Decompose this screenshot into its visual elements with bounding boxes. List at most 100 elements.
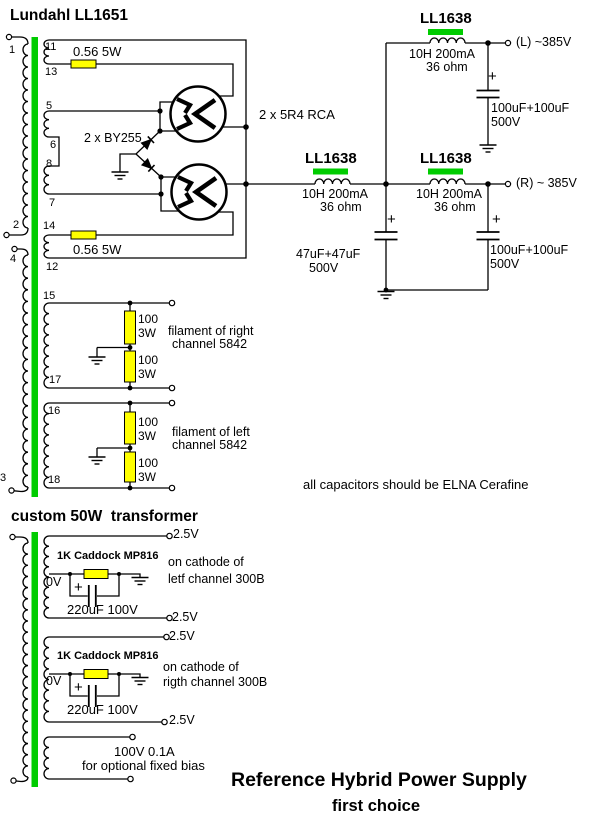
resistor-100-3: [124, 411, 136, 445]
terminal-14-label: 14: [43, 220, 56, 232]
fil-res4-value: 100: [138, 456, 159, 470]
terminal-13-label: 13: [45, 66, 58, 78]
choke-top-spec1: 10H 200mA: [409, 47, 476, 61]
terminal-3-label: 3: [0, 472, 7, 484]
filament-right-line1: filament of right: [168, 324, 254, 338]
fil-res1-power: 3W: [138, 326, 156, 340]
choke-top-core: [428, 29, 463, 35]
terminal-2-label: 2: [13, 219, 20, 231]
caddock1-label: 1K Caddock MP816: [57, 550, 159, 562]
resistor-0.56-top: [70, 59, 97, 69]
terminal-6-label: 6: [50, 139, 57, 151]
diodes-label: 2 x BY255: [84, 131, 142, 145]
choke-left-name: LL1638: [305, 150, 357, 167]
ground-fil-right: [87, 356, 107, 365]
capL-value: 100uF+100uF: [491, 101, 570, 115]
filament-left-line2: channel 5842: [172, 438, 248, 452]
bias-winding-line2: for optional fixed bias: [82, 758, 205, 773]
windingA-25v-top: 2.5V: [173, 527, 199, 541]
capC-voltage: 500V: [309, 261, 339, 275]
fil-res2-power: 3W: [138, 367, 156, 381]
choke-right-core: [428, 168, 463, 175]
windingB-25v-bot: 2.5V: [169, 713, 195, 727]
capC-value: 47uF+47uF: [296, 247, 361, 261]
elna-note: all capacitors should be ELNA Cerafine: [303, 477, 529, 492]
resistor-100-4: [124, 451, 136, 483]
rectifier-tube-1: [171, 87, 226, 142]
transformer1: [9, 36, 247, 497]
choke-left-spec1: 10H 200mA: [302, 187, 369, 201]
output-right-label: (R) ~ 385V: [516, 176, 577, 190]
capL-plus: +: [488, 68, 497, 85]
choke-left-spec2: 36 ohm: [320, 200, 362, 214]
choke-right-spec2: 36 ohm: [434, 200, 476, 214]
choke-right-name: LL1638: [420, 150, 472, 167]
cathode-left-line2: letf channel 300B: [168, 572, 265, 586]
choke-top-spec2: 36 ohm: [426, 60, 468, 74]
windingB-25v-top: 2.5V: [169, 629, 195, 643]
schematic-title: Reference Hybrid Power Supply: [231, 769, 527, 791]
terminal-18-label: 18: [48, 474, 61, 486]
rectifier-tube-2: [172, 165, 227, 220]
cap220-1-plus: +: [74, 579, 83, 596]
output-left-label: (L) ~385V: [516, 35, 572, 49]
cathode-left-line1: on cathode of: [168, 555, 244, 569]
ground-fil-left: [87, 456, 107, 465]
windingA-0v: 0V: [46, 575, 62, 589]
bias-winding-line1: 100V 0.1A: [114, 744, 175, 759]
ground-cath-left: [130, 576, 150, 586]
choke-right-spec1: 10H 200mA: [416, 187, 483, 201]
ground-cath-right: [130, 676, 150, 686]
cap220-2-plus: +: [74, 679, 83, 696]
schematic-subtitle: first choice: [332, 797, 421, 815]
terminal-5-label: 5: [46, 100, 53, 112]
terminal-12-label: 12: [46, 261, 59, 273]
transformer2-core: [31, 532, 38, 787]
ground-diodes: [110, 171, 130, 180]
tubes-label: 2 x 5R4 RCA: [259, 107, 335, 122]
caddock2-label: 1K Caddock MP816: [57, 650, 159, 662]
resistor-caddock-2: [83, 669, 109, 679]
capR-value: 100uF+100uF: [490, 243, 569, 257]
choke-top-name: LL1638: [420, 10, 472, 27]
capC-plus: +: [387, 211, 396, 228]
terminal-4-label: 4: [10, 253, 17, 265]
fil-res3-power: 3W: [138, 429, 156, 443]
windingA-25v-bot: 2.5V: [172, 610, 198, 624]
terminal-15-label: 15: [43, 290, 56, 302]
resistor-100-1: [124, 310, 136, 345]
terminal-1-label: 1: [9, 44, 16, 56]
rectifier-section: [110, 87, 506, 220]
fil-res2-value: 100: [138, 353, 159, 367]
transformer1-core: [31, 37, 38, 497]
cap220-1-label: 220uF 100V: [67, 602, 138, 617]
filament-right-line2: channel 5842: [172, 337, 248, 351]
cathode-right-line2: rigth channel 300B: [163, 675, 268, 689]
resistor-100-2: [124, 350, 136, 383]
resistor-bottom-label: 0.56 5W: [73, 242, 122, 257]
terminal-circles: [3, 33, 512, 784]
terminal-11-label: 11: [45, 41, 57, 53]
cap220-2-label: 220uF 100V: [67, 702, 138, 717]
terminal-16-label: 16: [48, 405, 61, 417]
cathode-right-line1: on cathode of: [163, 660, 239, 674]
choke-left-core: [313, 168, 348, 175]
resistor-0.56-bottom: [70, 230, 97, 240]
filament-left-line1: filament of left: [172, 425, 250, 439]
fil-res4-power: 3W: [138, 470, 156, 484]
fil-res3-value: 100: [138, 415, 159, 429]
capR-voltage: 500V: [490, 257, 520, 271]
transformer2-title: custom 50W transformer: [11, 508, 198, 525]
fil-res1-value: 100: [138, 312, 159, 326]
filament-windings: [43, 302, 170, 489]
transformer1-title: Lundahl LL1651: [10, 7, 128, 24]
terminal-8-label: 8: [46, 158, 53, 170]
capL-voltage: 500V: [491, 115, 521, 129]
resistor-top-label: 0.56 5W: [73, 44, 122, 59]
terminal-7-label: 7: [49, 197, 56, 209]
junction-dots: [68, 40, 491, 676]
terminal-17-label: 17: [49, 374, 62, 386]
capR-plus: +: [492, 211, 501, 228]
